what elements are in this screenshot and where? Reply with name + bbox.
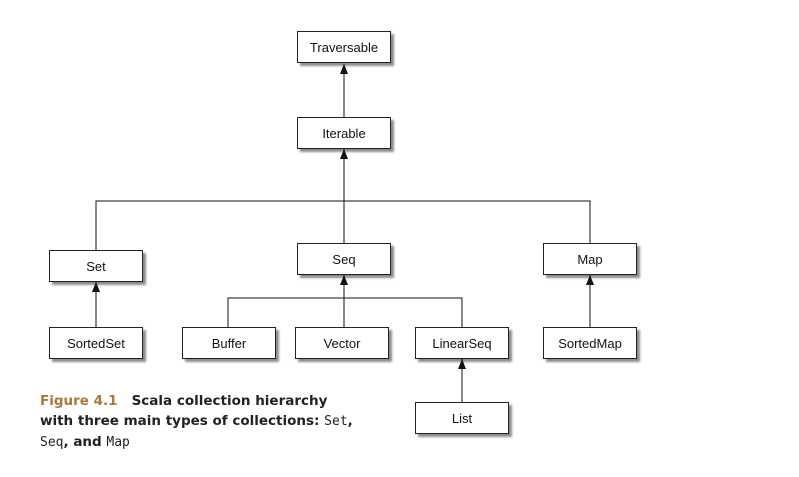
caption-code-set: Set (324, 414, 348, 429)
figure-label: Figure 4.1 (40, 393, 118, 409)
node-map: Map (543, 243, 637, 275)
node-sortedmap: SortedMap (543, 327, 637, 359)
node-buffer: Buffer (182, 327, 276, 359)
caption-sep2: , and (63, 434, 107, 450)
node-list: List (415, 402, 509, 434)
node-iterable: Iterable (297, 117, 391, 149)
edge-bus-seq (227, 297, 463, 327)
caption-code-seq: Seq (40, 435, 64, 450)
figure-caption: Figure 4.1 Scala collection hierarchy wit… (40, 391, 370, 453)
node-set: Set (49, 250, 143, 282)
caption-line1: Scala collection hierarchy (131, 393, 328, 409)
node-vector: Vector (295, 327, 389, 359)
caption-sep1: , (347, 413, 353, 429)
edge-bus-set (95, 200, 591, 250)
caption-line2: with three main types of collections: (40, 413, 325, 429)
node-seq: Seq (297, 243, 391, 275)
node-sortedset: SortedSet (49, 327, 143, 359)
node-linearseq: LinearSeq (415, 327, 509, 359)
node-traversable: Traversable (297, 31, 391, 63)
caption-code-map: Map (106, 435, 130, 450)
